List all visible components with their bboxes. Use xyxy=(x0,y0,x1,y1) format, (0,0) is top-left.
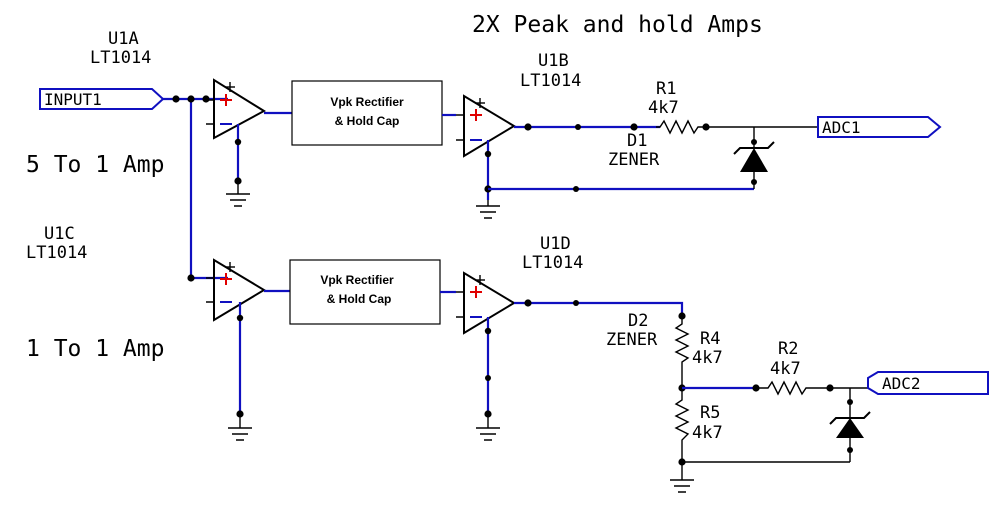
block1-line1: Vpk Rectifier xyxy=(330,95,404,109)
resistor-r4[interactable] xyxy=(674,316,690,388)
ground-symbol xyxy=(476,200,500,219)
junction-dot xyxy=(524,299,532,307)
ground-symbol xyxy=(476,414,500,441)
adc2-port-label: ADC2 xyxy=(882,374,921,393)
junction-dot xyxy=(630,123,638,131)
input-port[interactable]: INPUT1 xyxy=(39,88,165,110)
r1-value: 4k7 xyxy=(648,98,679,118)
opamp-u1d[interactable] xyxy=(456,271,516,335)
junction-dot xyxy=(751,179,757,185)
junction-dot xyxy=(751,139,757,145)
junction-dot xyxy=(172,95,180,103)
junction-dot xyxy=(524,123,532,131)
junction-dot xyxy=(484,150,492,158)
junction-dot xyxy=(573,186,579,192)
schematic-title: 2X Peak and hold Amps xyxy=(472,12,763,38)
block2-line1: Vpk Rectifier xyxy=(320,273,394,287)
vpk-rectifier-block-1[interactable]: Vpk Rectifier & Hold Cap xyxy=(291,80,443,146)
block1-line2: & Hold Cap xyxy=(335,114,400,128)
r2-ref: R2 xyxy=(778,339,798,359)
junction-dot xyxy=(573,300,579,306)
adc1-port[interactable]: ADC1 xyxy=(817,116,942,138)
u1a-part: LT1014 xyxy=(90,48,151,68)
ground-symbol xyxy=(670,479,694,493)
u1c-part: LT1014 xyxy=(26,243,87,263)
d2-type: ZENER xyxy=(606,330,658,350)
opamp-u1b[interactable] xyxy=(456,94,516,158)
d2-ref: D2 xyxy=(628,311,648,331)
resistor-r1[interactable] xyxy=(656,119,706,135)
input-port-label: INPUT1 xyxy=(44,90,102,109)
junction-dot xyxy=(234,138,242,146)
r1-ref: R1 xyxy=(656,79,676,99)
u1d-out-wire xyxy=(514,301,684,316)
r4-ref: R4 xyxy=(700,329,720,349)
junction-dot xyxy=(575,124,581,130)
d1-ref: D1 xyxy=(627,131,647,151)
ground-symbol xyxy=(228,414,252,441)
input-to-u1c-wire xyxy=(189,99,228,280)
u1c-ref: U1C xyxy=(44,224,75,244)
d1-type: ZENER xyxy=(608,150,660,170)
resistor-r2[interactable] xyxy=(756,380,830,396)
junction-dot xyxy=(187,274,195,282)
junction-dot xyxy=(484,327,492,335)
adc2-port[interactable]: ADC2 xyxy=(867,371,989,395)
junction-dot xyxy=(847,399,853,405)
junction-dot xyxy=(202,95,210,103)
u1b-ref: U1B xyxy=(538,51,569,71)
ground-symbol xyxy=(226,181,250,207)
opamp-u1a[interactable] xyxy=(206,78,266,140)
gain-label-5to1: 5 To 1 Amp xyxy=(26,152,164,178)
u1a-ref: U1A xyxy=(108,29,139,49)
block2-line2: & Hold Cap xyxy=(327,292,392,306)
resistor-r5[interactable] xyxy=(674,388,690,480)
junction-dot xyxy=(236,314,244,322)
u1d-part: LT1014 xyxy=(522,253,583,273)
u1b-part: LT1014 xyxy=(520,71,581,91)
r5-ref: R5 xyxy=(700,403,720,423)
r5-value: 4k7 xyxy=(692,423,723,443)
opamp-u1c[interactable] xyxy=(206,258,266,322)
junction-dot xyxy=(485,375,491,381)
vpk-rectifier-block-2[interactable]: Vpk Rectifier & Hold Cap xyxy=(289,259,441,325)
junction-dot xyxy=(187,95,195,103)
gain-label-1to1: 1 To 1 Amp xyxy=(26,336,164,362)
u1d-ref: U1D xyxy=(540,234,571,254)
junction-dot xyxy=(847,447,853,453)
r2-value: 4k7 xyxy=(770,359,801,379)
r4-value: 4k7 xyxy=(692,348,723,368)
adc1-port-label: ADC1 xyxy=(822,118,861,137)
